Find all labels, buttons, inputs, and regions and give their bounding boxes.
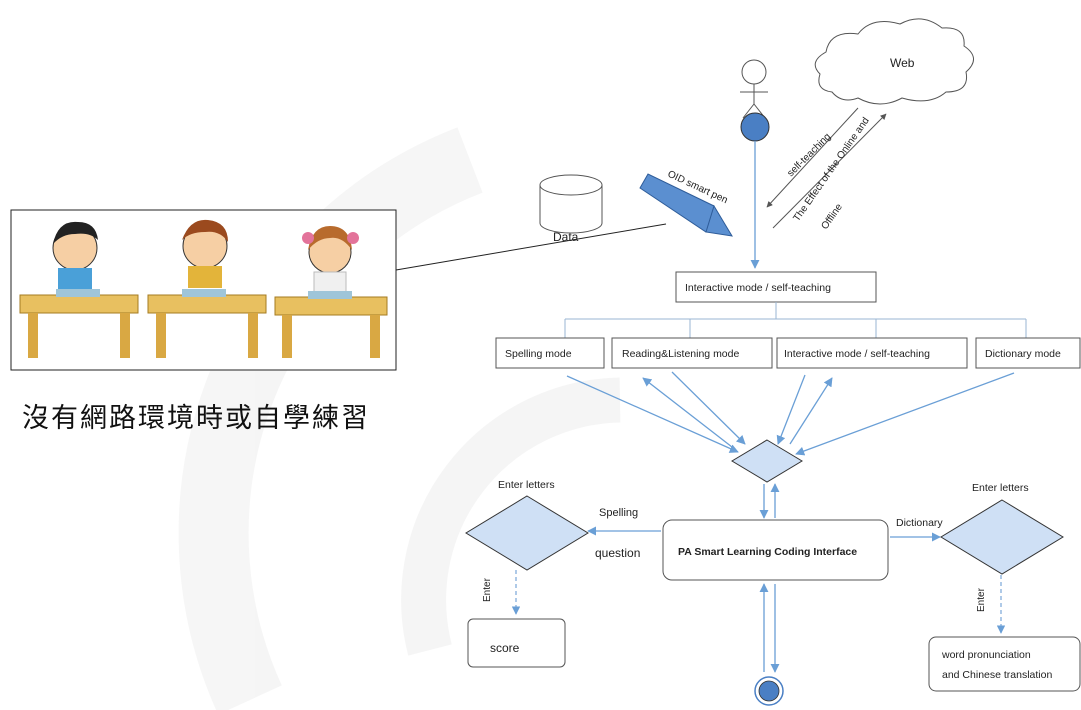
spelling-mode-label: Spelling mode [505, 348, 572, 360]
tree-connectors [564, 302, 1027, 338]
center-to-interactive-arrow [776, 374, 806, 445]
result-line-1: word pronunciation [941, 649, 1031, 661]
enter-letters-left-label: Enter letters [498, 479, 555, 491]
user-figure-icon [740, 59, 770, 142]
connector-line [395, 223, 667, 271]
dictionary-branch-label: Dictionary [896, 517, 943, 529]
spelling-to-center-arrow [566, 375, 739, 453]
result-box [928, 636, 1081, 692]
web-label: Web [890, 56, 915, 70]
child-girl [302, 226, 359, 293]
desk-1 [19, 289, 139, 358]
web-cloud: Web [814, 18, 974, 105]
effect-label-2: Offline [819, 202, 845, 232]
user-to-cloud-arrow [772, 113, 887, 229]
oid-pen-icon [639, 173, 733, 237]
desk-3 [274, 291, 388, 358]
pa-interface-box [662, 519, 889, 581]
enter-letters-right-label: Enter letters [972, 482, 1029, 494]
desk-2 [147, 289, 267, 358]
children-illustration [10, 209, 397, 371]
reading-mode-box [611, 337, 773, 369]
dictionary-mode-label: Dictionary mode [985, 348, 1061, 360]
dictionary-mode-box [975, 337, 1081, 369]
data-label: Data [553, 230, 579, 244]
enter-right-label: Enter [976, 587, 987, 612]
spelling-mode-box [495, 337, 605, 369]
spelling-decision-diamond [465, 495, 589, 571]
end-node-icon [758, 680, 780, 702]
result-line-2: and Chinese translation [942, 669, 1052, 681]
spelling-branch-label: Spelling [599, 507, 638, 519]
question-label: question [595, 546, 640, 560]
dictionary-to-center-arrow [795, 372, 1015, 456]
data-cylinder: Data [539, 174, 603, 244]
score-box [467, 618, 566, 668]
interactive-mode-box [776, 337, 968, 369]
interactive-to-center-arrow [789, 377, 833, 445]
reading-to-center-arrow [671, 371, 746, 445]
top-mode-label: Interactive mode / self-teaching [685, 282, 831, 294]
score-label: score [490, 641, 520, 655]
watermark [178, 127, 621, 710]
offline-caption: 沒有網路環境時或自學練習 [22, 403, 370, 434]
top-mode-box [675, 271, 877, 303]
cloud-to-user-arrow [766, 107, 859, 208]
dictionary-decision-diamond [940, 499, 1064, 575]
interactive-mode-label: Interactive mode / self-teaching [784, 348, 930, 360]
child-boy-2 [182, 219, 228, 288]
center-to-reading-arrow [642, 377, 733, 448]
pa-interface-label: PA Smart Learning Coding Interface [678, 546, 857, 558]
child-boy-1 [52, 221, 98, 290]
reading-mode-label: Reading&Listening mode [622, 348, 739, 360]
enter-left-label: Enter [482, 577, 493, 602]
center-decision-diamond [731, 439, 803, 483]
